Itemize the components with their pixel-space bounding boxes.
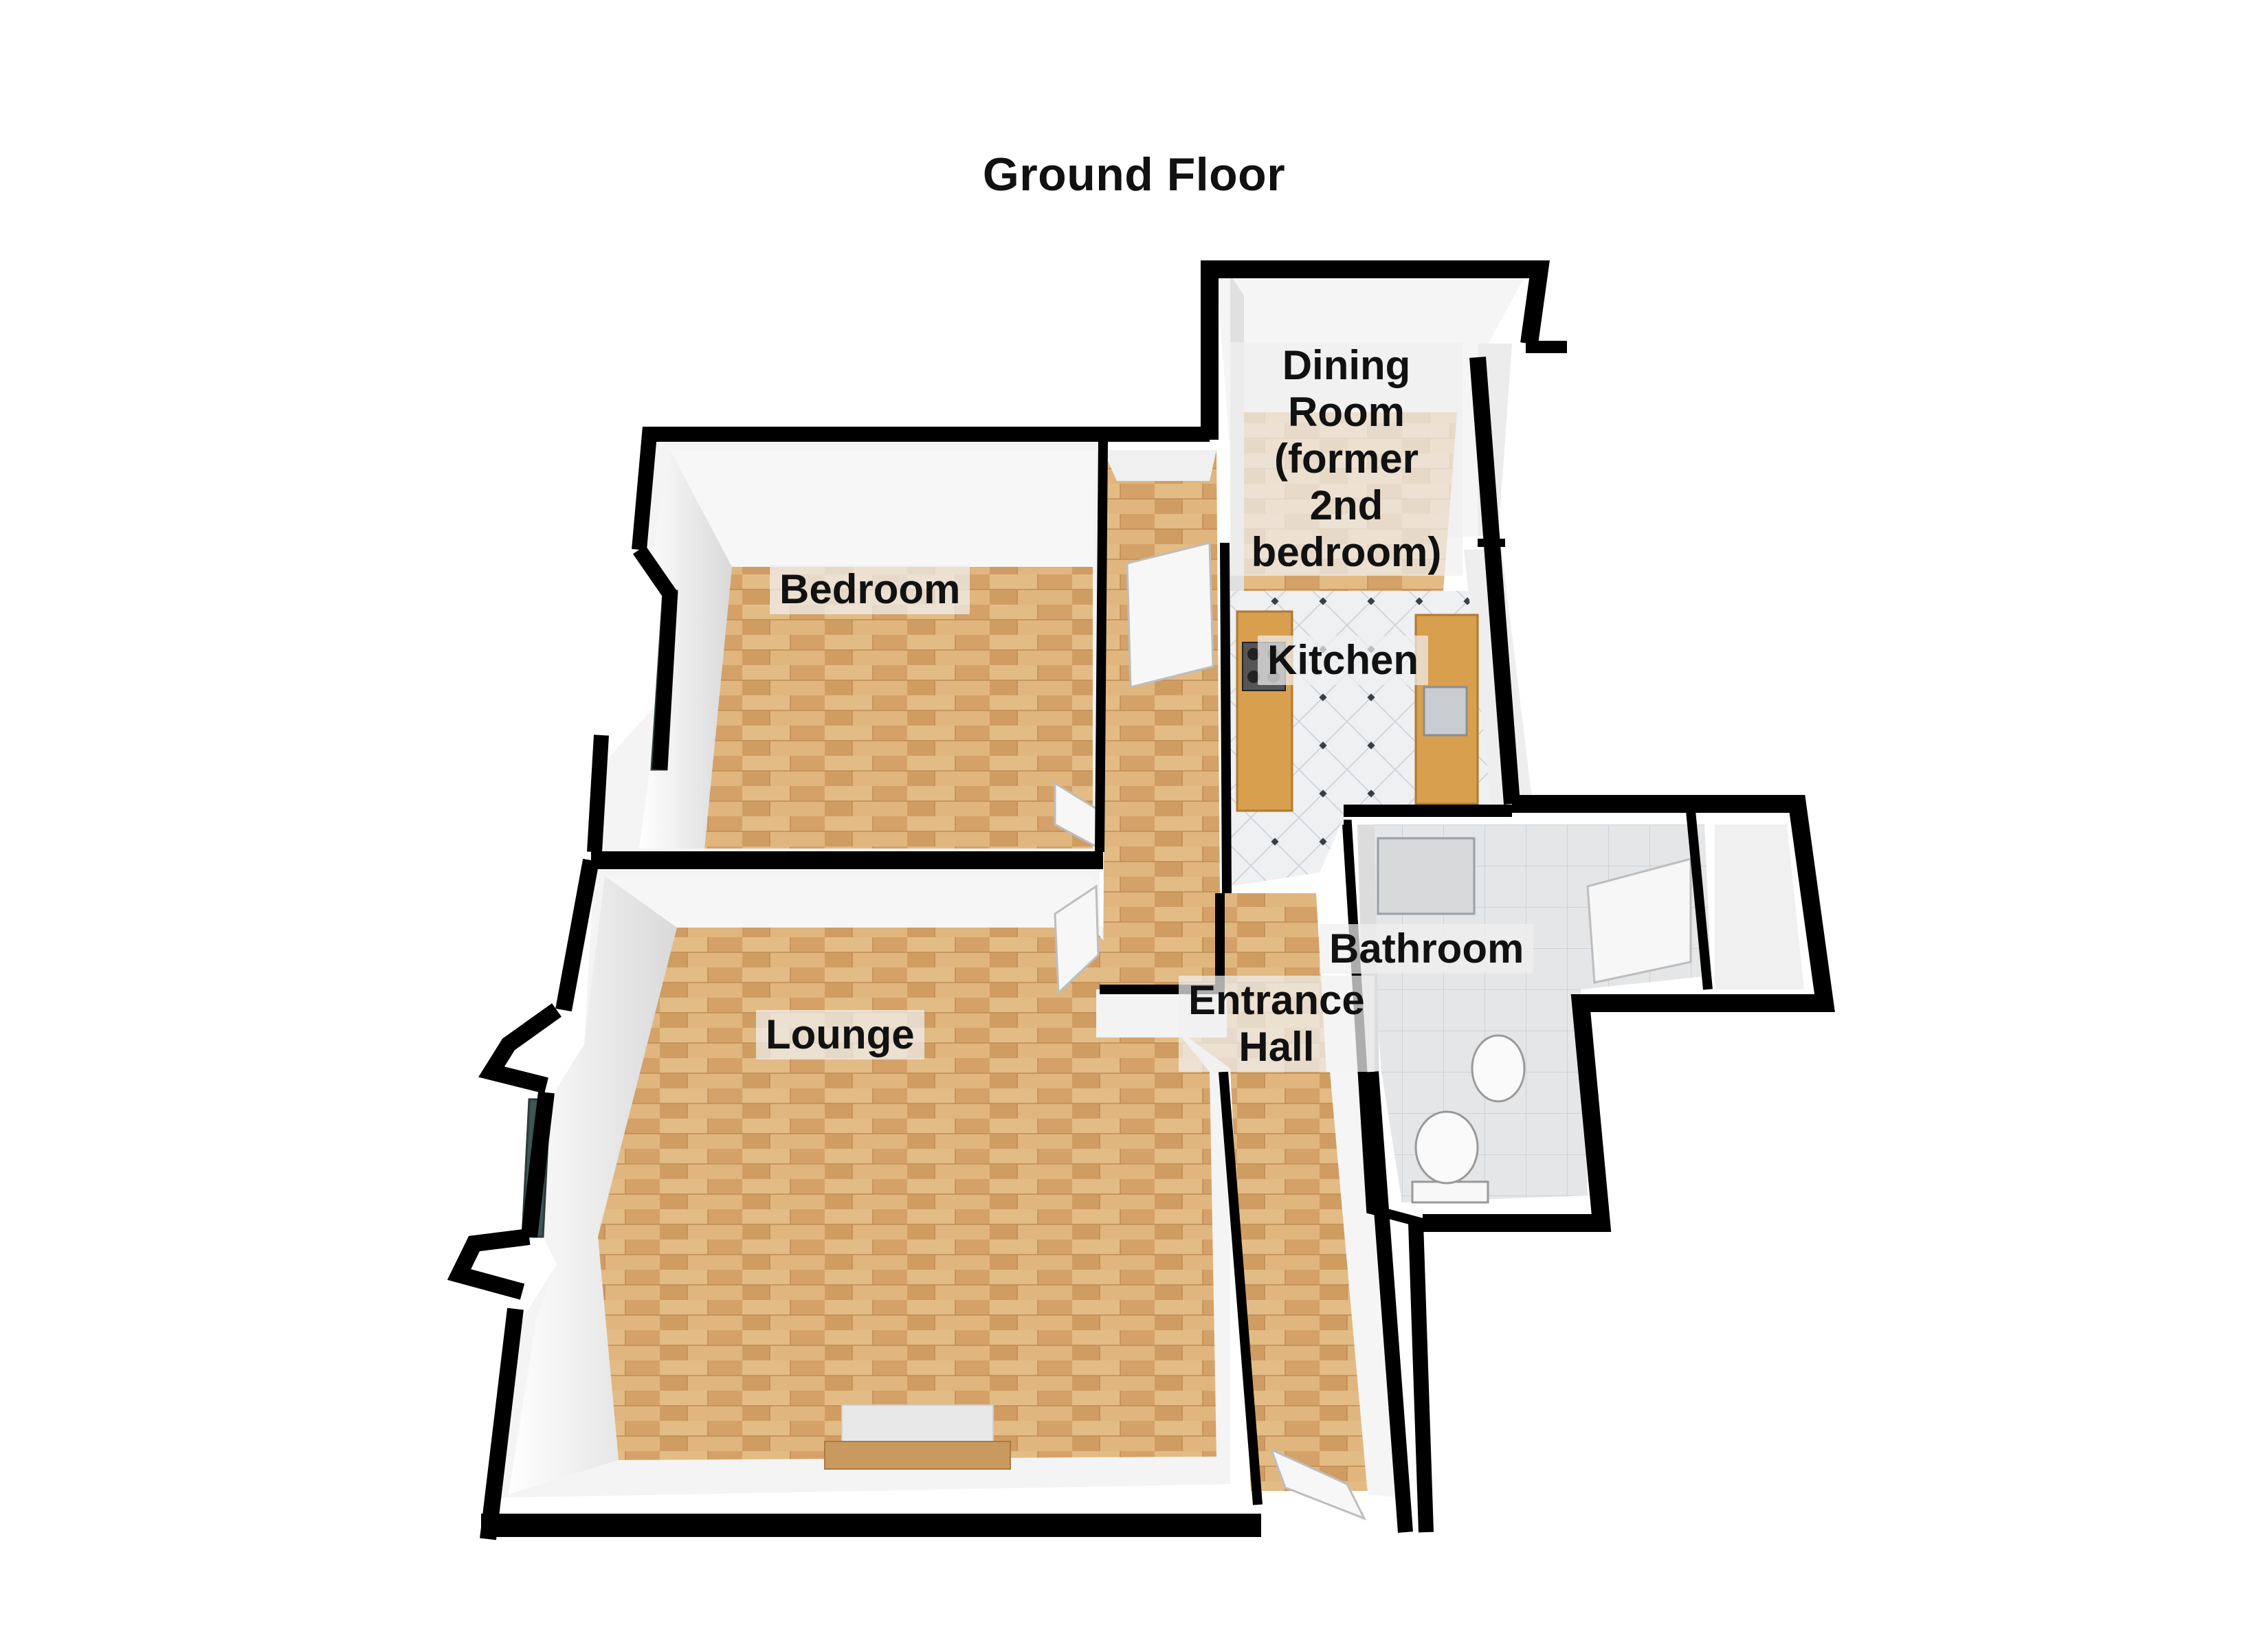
- label-dining-line-3: (former: [1274, 436, 1419, 482]
- shower-tray: [1377, 837, 1476, 915]
- label-dining-line-1: Dining: [1282, 342, 1411, 388]
- toilet-cistern: [1411, 1180, 1489, 1204]
- label-lounge-text: Lounge: [766, 1011, 915, 1057]
- walls: [447, 260, 1835, 1540]
- toilet-bowl: [1414, 1110, 1479, 1185]
- label-kitchen: Kitchen: [1258, 636, 1429, 685]
- label-dining-line-4: 2nd: [1309, 482, 1383, 528]
- hearth: [824, 1441, 1011, 1470]
- fireplace: [841, 1404, 994, 1444]
- wash-basin: [1471, 1034, 1526, 1103]
- kitchen-sink: [1423, 686, 1468, 737]
- label-entrance-line-1: Entrance: [1188, 977, 1365, 1023]
- lounge-room: [495, 862, 1230, 1498]
- label-bathroom-text: Bathroom: [1329, 926, 1524, 972]
- door-store: [1126, 541, 1214, 688]
- label-dining-line-2: Room: [1288, 389, 1405, 435]
- door-lounge: [1054, 884, 1100, 996]
- bedroom-room: [598, 433, 1107, 852]
- label-lounge: Lounge: [756, 1010, 924, 1059]
- label-dining-room: Dining Room (former 2nd bedroom): [1230, 342, 1463, 576]
- door-bathroom: [1586, 857, 1692, 984]
- label-dining-line-5: bedroom): [1251, 529, 1442, 575]
- label-bedroom-text: Bedroom: [779, 566, 961, 612]
- label-bedroom: Bedroom: [770, 565, 970, 614]
- label-kitchen-text: Kitchen: [1267, 637, 1419, 683]
- doors: [1054, 541, 1692, 1521]
- floor-title: Ground Floor: [982, 148, 1286, 201]
- label-entrance-hall: Entrance Hall: [1179, 976, 1375, 1072]
- label-entrance-line-2: Hall: [1238, 1024, 1315, 1070]
- door-front: [1269, 1448, 1367, 1521]
- label-bathroom: Bathroom: [1320, 924, 1534, 974]
